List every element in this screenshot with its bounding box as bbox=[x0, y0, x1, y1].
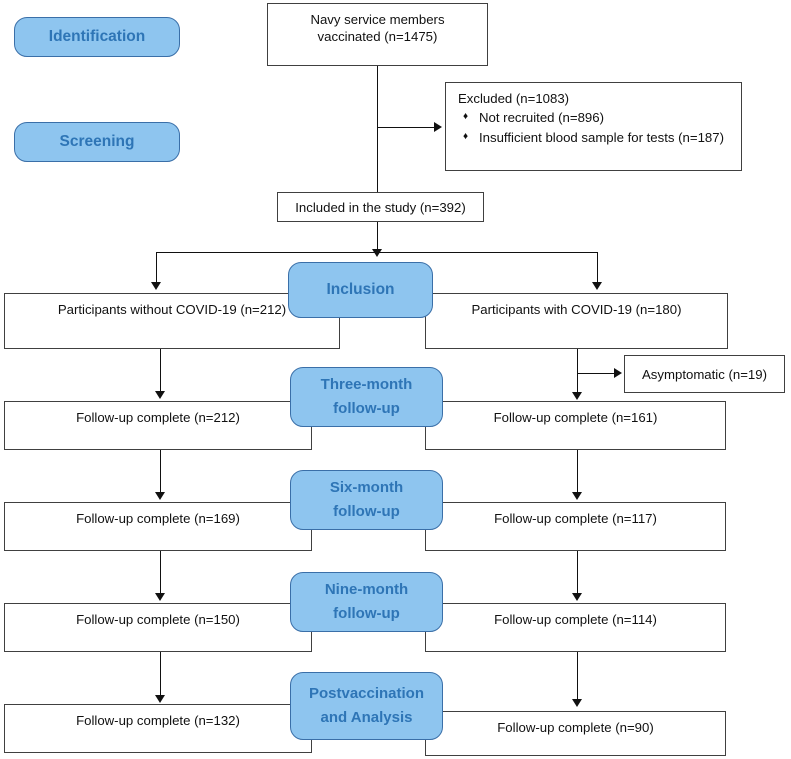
arrowhead-left-row1 bbox=[155, 391, 165, 399]
stage-chip-postvaccination[interactable]: Postvaccination and Analysis bbox=[290, 672, 443, 740]
connector-split-bar bbox=[156, 252, 598, 253]
connector-split-left bbox=[156, 252, 157, 285]
node-included: Included in the study (n=392) bbox=[277, 192, 484, 222]
node-followup-without-1-label: Follow-up complete (n=212) bbox=[76, 410, 240, 425]
stage-chip-screening[interactable]: Screening bbox=[14, 122, 180, 162]
stage-label-postvaccination-line2: and Analysis bbox=[320, 709, 413, 726]
node-followup-without-2-label: Follow-up complete (n=169) bbox=[76, 511, 240, 526]
connector-enrolled-to-included bbox=[377, 66, 378, 192]
node-followup-without-2: Follow-up complete (n=169) bbox=[4, 502, 312, 551]
node-arm-without-covid: Participants without COVID-19 (n=212) bbox=[4, 293, 340, 349]
node-followup-with-1: Follow-up complete (n=161) bbox=[425, 401, 726, 450]
node-followup-without-4: Follow-up complete (n=132) bbox=[4, 704, 312, 753]
connector-right-row2-to-row3 bbox=[577, 551, 578, 595]
connector-split-right bbox=[597, 252, 598, 285]
node-followup-without-3: Follow-up complete (n=150) bbox=[4, 603, 312, 652]
arrowhead-right-row2 bbox=[572, 492, 582, 500]
connector-left-arm-to-row1 bbox=[160, 349, 161, 393]
node-asymptomatic-label: Asymptomatic (n=19) bbox=[642, 366, 767, 382]
stage-label-postvaccination-line1: Postvaccination bbox=[308, 685, 425, 702]
stage-label-inclusion: Inclusion bbox=[326, 281, 395, 298]
node-followup-with-4: Follow-up complete (n=90) bbox=[425, 711, 726, 756]
node-arm-with-covid-label: Participants with COVID-19 (n=180) bbox=[471, 302, 682, 317]
node-followup-with-2: Follow-up complete (n=117) bbox=[425, 502, 726, 551]
connector-right-row3-to-row4 bbox=[577, 652, 578, 702]
node-excluded-list: Not recruited (n=896) Insufficient blood… bbox=[458, 107, 741, 148]
node-included-label: Included in the study (n=392) bbox=[295, 199, 466, 215]
arrowhead-to-excluded bbox=[434, 122, 442, 132]
connector-to-excluded bbox=[377, 127, 434, 128]
node-followup-without-3-label: Follow-up complete (n=150) bbox=[76, 612, 240, 627]
node-followup-with-4-label: Follow-up complete (n=90) bbox=[497, 720, 654, 735]
connector-left-row2-to-row3 bbox=[160, 551, 161, 595]
node-excluded-title: Excluded (n=1083) bbox=[458, 91, 570, 106]
arrowhead-arm-without bbox=[151, 282, 161, 290]
node-enrolled: Navy service members vaccinated (n=1475) bbox=[267, 3, 488, 66]
stage-label-six-month-line1: Six-month bbox=[329, 479, 404, 496]
stage-label-six-month-line2: follow-up bbox=[333, 503, 400, 520]
arrowhead-left-row4 bbox=[155, 695, 165, 703]
stage-chip-six-month[interactable]: Six-month follow-up bbox=[290, 470, 443, 530]
arrowhead-right-row4 bbox=[572, 699, 582, 707]
node-arm-without-covid-label: Participants without COVID-19 (n=212) bbox=[57, 302, 287, 317]
node-enrolled-line2: vaccinated (n=1475) bbox=[317, 29, 438, 44]
arrowhead-included-down bbox=[372, 249, 382, 257]
node-asymptomatic: Asymptomatic (n=19) bbox=[624, 355, 785, 393]
arrowhead-arm-with bbox=[592, 282, 602, 290]
stage-chip-three-month[interactable]: Three-month follow-up bbox=[290, 367, 443, 427]
arrowhead-to-asymptomatic bbox=[614, 368, 622, 378]
node-followup-without-1: Follow-up complete (n=212) bbox=[4, 401, 312, 450]
stage-chip-nine-month[interactable]: Nine-month follow-up bbox=[290, 572, 443, 632]
connector-left-row3-to-row4 bbox=[160, 652, 161, 698]
node-followup-with-2-label: Follow-up complete (n=117) bbox=[494, 511, 657, 526]
node-arm-with-covid: Participants with COVID-19 (n=180) bbox=[425, 293, 728, 349]
arrowhead-left-row3 bbox=[155, 593, 165, 601]
stage-chip-identification[interactable]: Identification bbox=[14, 17, 180, 57]
stage-chip-inclusion[interactable]: Inclusion bbox=[288, 262, 433, 318]
stage-label-identification: Identification bbox=[48, 28, 146, 45]
connector-to-asymptomatic bbox=[577, 373, 614, 374]
stage-label-three-month-line1: Three-month bbox=[320, 376, 413, 393]
node-followup-with-1-label: Follow-up complete (n=161) bbox=[493, 410, 658, 425]
node-excluded-item: Insufficient blood sample for tests (n=1… bbox=[458, 127, 741, 148]
stage-label-nine-month-line1: Nine-month bbox=[324, 581, 409, 598]
node-enrolled-line1: Navy service members bbox=[310, 12, 445, 27]
stage-label-screening: Screening bbox=[59, 133, 135, 150]
arrowhead-right-row1 bbox=[572, 392, 582, 400]
node-excluded-item: Not recruited (n=896) bbox=[458, 107, 741, 128]
arrowhead-left-row2 bbox=[155, 492, 165, 500]
arrowhead-right-row3 bbox=[572, 593, 582, 601]
node-followup-with-3: Follow-up complete (n=114) bbox=[425, 603, 726, 652]
connector-right-arm-to-row1 bbox=[577, 349, 578, 395]
connector-left-row1-to-row2 bbox=[160, 450, 161, 494]
node-excluded: Excluded (n=1083) Not recruited (n=896) … bbox=[445, 82, 742, 171]
connector-right-row1-to-row2 bbox=[577, 450, 578, 494]
stage-label-three-month-line2: follow-up bbox=[333, 400, 400, 417]
connector-included-down bbox=[377, 222, 378, 252]
node-followup-without-4-label: Follow-up complete (n=132) bbox=[76, 713, 240, 728]
node-followup-with-3-label: Follow-up complete (n=114) bbox=[494, 612, 657, 627]
stage-label-nine-month-line2: follow-up bbox=[333, 605, 400, 622]
